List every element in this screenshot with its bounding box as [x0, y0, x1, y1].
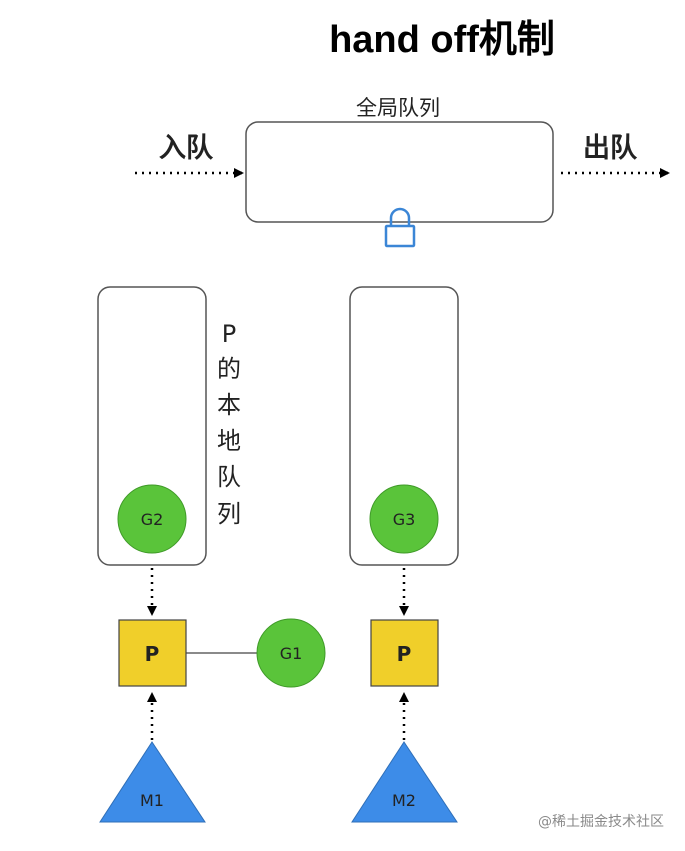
- g2-label: G2: [141, 510, 164, 529]
- p-local-queue-char: 队: [217, 463, 241, 491]
- global-queue-box: [245, 121, 554, 223]
- watermark: @稀土掘金技术社区: [538, 814, 664, 830]
- p-local-queue-char: P: [222, 320, 236, 348]
- g2-goroutine: [117, 484, 187, 554]
- enqueue-label: 入队: [159, 133, 214, 164]
- dequeue-label: 出队: [583, 133, 638, 164]
- g1-goroutine: [256, 618, 326, 688]
- p-local-queue-char: 的: [217, 355, 241, 383]
- p-local-queue-char: 地: [217, 427, 241, 455]
- p2-local-queue-box: [349, 286, 459, 566]
- g1-label: G1: [280, 644, 303, 663]
- p1-local-queue-box: [97, 286, 207, 566]
- p2-label: P: [397, 642, 412, 666]
- p-local-queue-label: P 的 本 地 队 列: [217, 320, 241, 528]
- g3-goroutine: [369, 484, 439, 554]
- p-local-queue-char: 列: [217, 500, 241, 528]
- p2-processor: [370, 619, 439, 687]
- p1-label: P: [145, 642, 160, 666]
- m1-machine: [99, 741, 206, 823]
- lock-icon: [384, 207, 416, 248]
- p1-processor: [118, 619, 187, 687]
- m1-label: M1: [140, 791, 164, 810]
- diagram-title: hand off机制: [329, 19, 555, 61]
- global-queue-label: 全局队列: [356, 96, 440, 120]
- g3-label: G3: [393, 510, 416, 529]
- p-local-queue-char: 本: [217, 391, 241, 419]
- m2-machine: [351, 741, 458, 823]
- m2-label: M2: [392, 791, 416, 810]
